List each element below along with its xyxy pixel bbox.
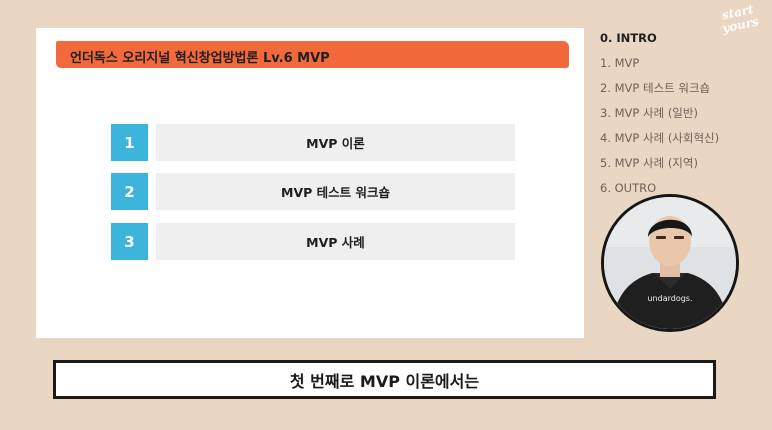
subtitle-caption: 첫 번째로 MVP 이론에서는 <box>289 371 480 391</box>
chapter-item-mvp-test-workshop: 2. MVP 테스트 워크숍 <box>600 81 711 95</box>
agenda-label: MVP 이론 <box>156 124 515 161</box>
chapter-list: 0. INTRO 1. MVP 2. MVP 테스트 워크숍 3. MVP 사례… <box>600 30 770 205</box>
subtitle-box: 첫 번째로 MVP 이론에서는 <box>53 360 716 399</box>
chapter-item-mvp-case-local: 5. MVP 사례 (지역) <box>600 156 698 170</box>
agenda-label: MVP 사례 <box>156 223 515 260</box>
chapter-item-mvp: 1. MVP <box>600 56 640 70</box>
agenda-item-2: 2 MVP 테스트 워크숍 <box>111 173 515 210</box>
chapter-item-mvp-case-social: 4. MVP 사례 (사회혁신) <box>600 131 720 145</box>
chapter-item-outro: 6. OUTRO <box>600 181 657 195</box>
presenter-silhouette: undardogs. <box>604 197 736 329</box>
presenter-webcam: undardogs. <box>601 194 739 332</box>
slide-panel: 언더독스 오리지널 혁신창업방법론 Lv.6 MVP 1 MVP 이론 2 MV… <box>36 28 584 338</box>
agenda-number: 3 <box>111 223 148 260</box>
agenda-number: 2 <box>111 173 148 210</box>
agenda-item-3: 3 MVP 사례 <box>111 223 515 260</box>
agenda-item-1: 1 MVP 이론 <box>111 124 515 161</box>
agenda-number: 1 <box>111 124 148 161</box>
chapter-item-mvp-case-general: 3. MVP 사례 (일반) <box>600 106 698 120</box>
slide-title: 언더독스 오리지널 혁신창업방법론 Lv.6 MVP <box>70 51 330 66</box>
shirt-print: undardogs. <box>647 294 692 303</box>
chapter-item-intro: 0. INTRO <box>600 31 657 45</box>
slide-title-bar: 언더독스 오리지널 혁신창업방법론 Lv.6 MVP <box>56 41 569 68</box>
agenda-label: MVP 테스트 워크숍 <box>156 173 515 210</box>
